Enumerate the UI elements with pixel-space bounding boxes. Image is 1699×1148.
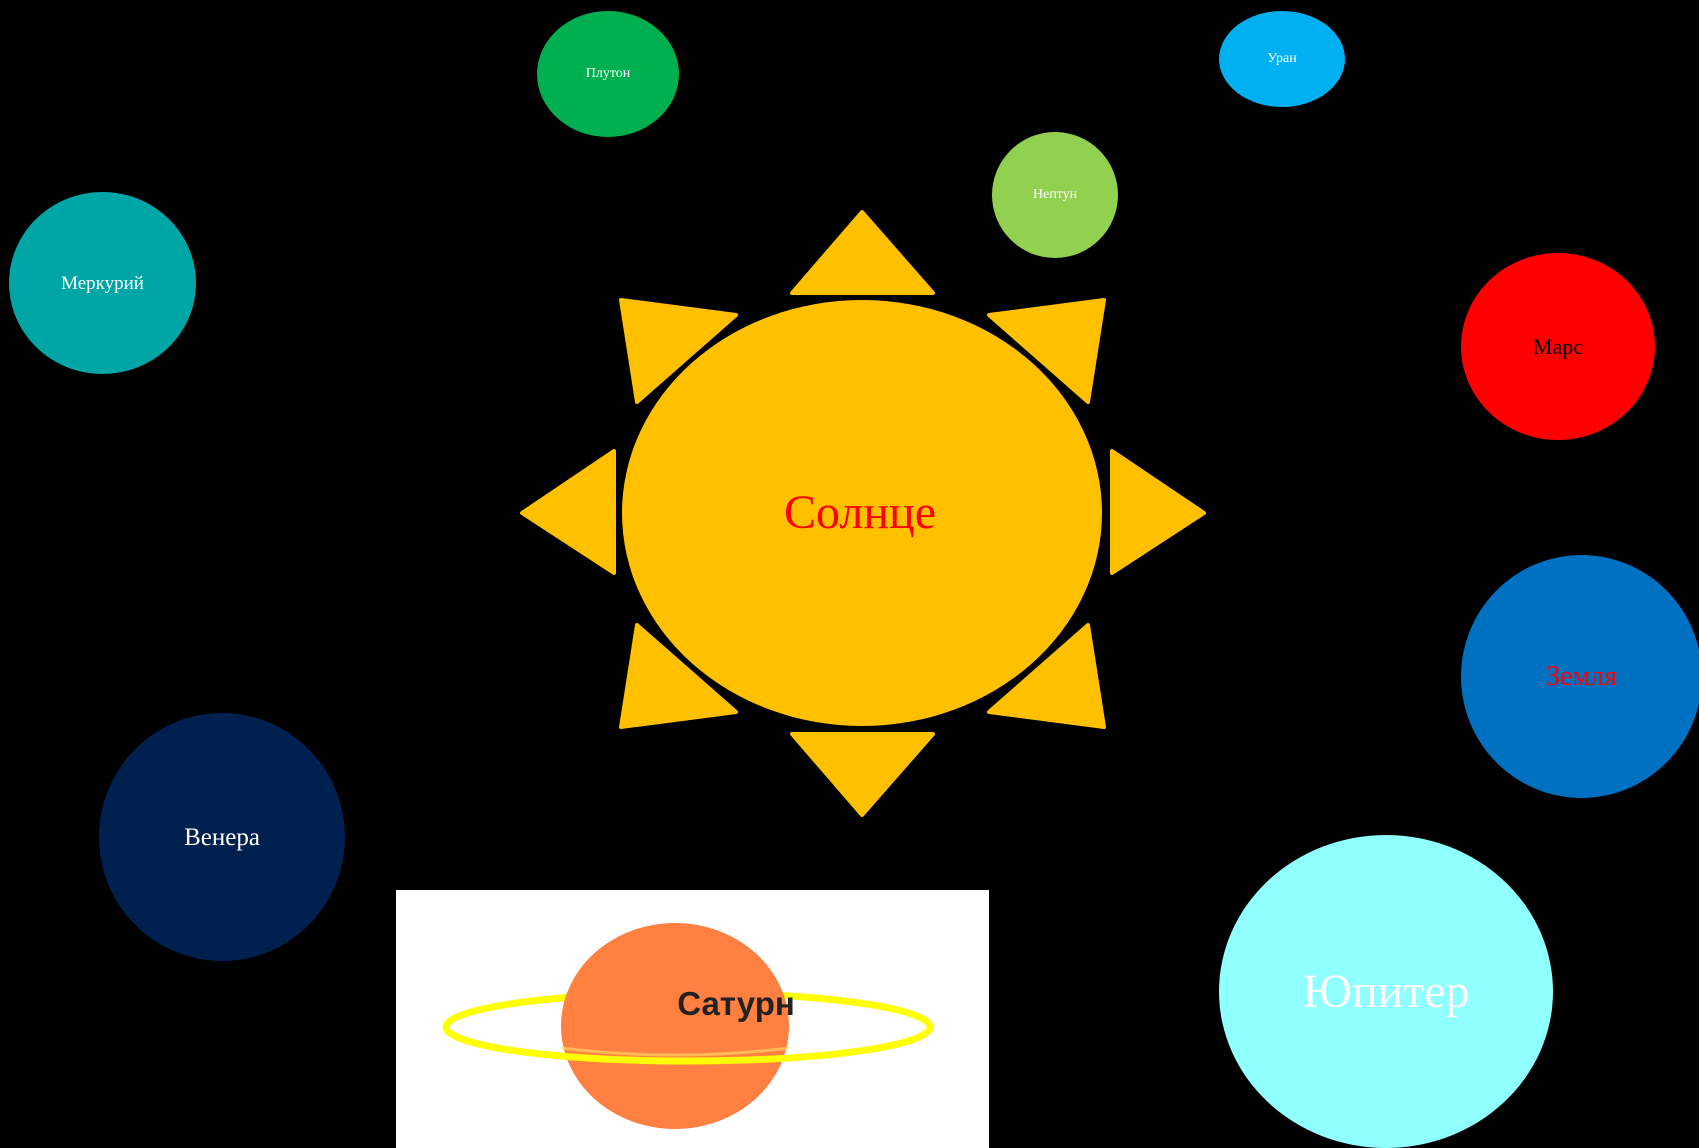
planet-neptune-label: Нептун [1033, 188, 1077, 202]
planet-jupiter-label: Юпитер [1303, 968, 1470, 1016]
saturn-label: Сатурн [596, 985, 876, 1023]
saturn-image: Сатурн [396, 890, 989, 1148]
sun-ray-bottom [792, 734, 933, 815]
sun-label: Солнце [760, 485, 960, 540]
planet-uranus: Уран [1219, 11, 1345, 107]
planet-pluto: Плутон [537, 11, 679, 137]
planet-mars-label: Марс [1533, 336, 1583, 358]
sun-ray-top [792, 212, 933, 293]
planet-venus: Венера [99, 713, 345, 961]
planet-jupiter: Юпитер [1219, 835, 1553, 1148]
saturn-planet [561, 923, 789, 1129]
sun-ray-left [522, 451, 614, 573]
planet-earth-label: Земля [1546, 663, 1617, 691]
planet-pluto-label: Плутон [586, 67, 631, 81]
planet-uranus-label: Уран [1267, 52, 1296, 66]
sun-ray-right [1112, 451, 1204, 573]
planet-neptune: Нептун [992, 132, 1118, 258]
planet-venus-label: Венера [184, 825, 260, 850]
planet-mercury-label: Меркурий [61, 274, 144, 293]
planet-earth: Земля [1461, 555, 1699, 798]
planet-mars: Марс [1461, 253, 1655, 440]
planet-mercury: Меркурий [9, 192, 196, 374]
